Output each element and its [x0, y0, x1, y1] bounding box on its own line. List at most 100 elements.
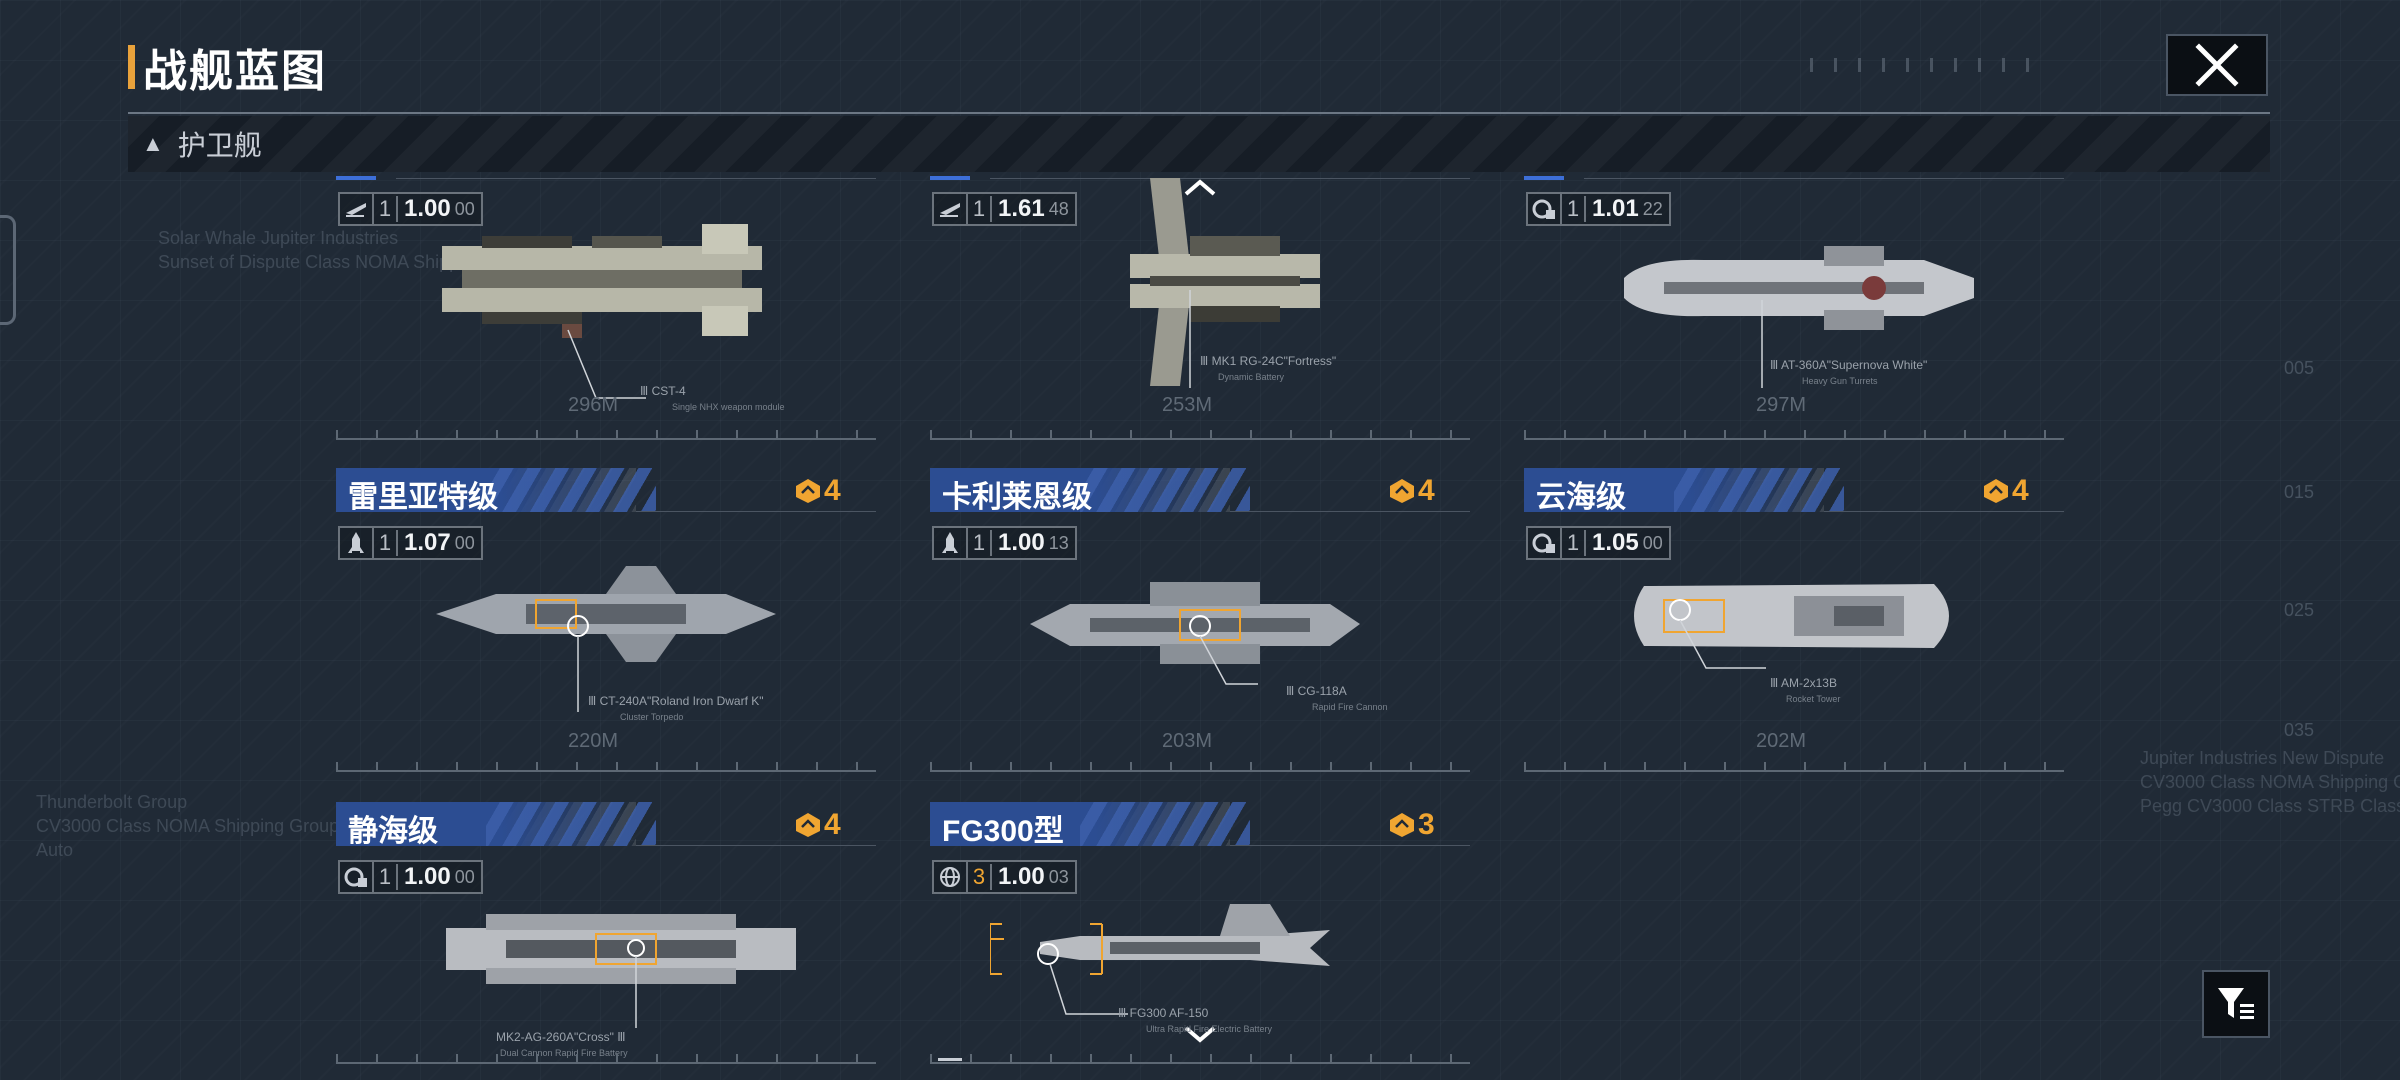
axis-label: 025 — [2284, 600, 2315, 620]
card-header-stripes — [486, 468, 656, 512]
ship-value: 1.00 — [404, 195, 451, 222]
weapon-callout-sub: Single NHX weapon module — [672, 402, 785, 412]
card-header-line — [1824, 511, 2064, 512]
weapon-callout: Ⅲ CST-4 — [640, 384, 686, 398]
ship-name: 雷里亚特级 — [348, 481, 498, 514]
ship-card-7[interactable]: 静海级 4 1 1.00 00 MK2-AG-260A"Cross" Ⅲ Dua… — [336, 802, 876, 1064]
ship-image — [1634, 584, 1949, 648]
ship-name: 云海级 — [1536, 481, 1626, 514]
weapon-callout: Ⅲ AT-360A"Supernova White" — [1770, 358, 1928, 372]
card-header-line — [1230, 845, 1470, 846]
ship-card-1[interactable]: 1 1.00 00 Ⅲ CST-4 Single NHX weapon modu… — [336, 168, 876, 440]
missile-icon — [340, 528, 374, 558]
ship-stats: 3 1.00 03 — [932, 860, 1077, 894]
weapon-callout: Ⅲ CT-240A"Roland Iron Dwarf K" — [588, 694, 764, 708]
blueprint-baseline — [336, 1062, 876, 1064]
ship-level: 1 — [374, 530, 398, 556]
rank-badge-icon — [796, 479, 820, 503]
ship-sub-value: 00 — [454, 532, 475, 553]
ship-rank-number: 3 — [1418, 808, 1435, 841]
scroll-down-chevron-icon[interactable] — [1182, 1024, 1218, 1044]
ship-type-icon — [340, 194, 374, 224]
ship-length: 296M — [568, 394, 619, 416]
ship-image — [1130, 178, 1320, 386]
blueprint-ticks — [1524, 430, 2064, 438]
weapon-callout-sub: Rapid Fire Cannon — [1312, 702, 1388, 712]
blueprint-ticks — [1524, 762, 2064, 770]
blueprint-baseline — [1524, 438, 2064, 440]
card-header-line — [636, 845, 876, 846]
weapon-callout-sub: Dual Cannon Rapid Fire Battery — [500, 1048, 628, 1058]
ship-stats: 1 1.00 00 — [338, 860, 483, 894]
ship-value: 1.07 — [404, 529, 451, 556]
weapon-callout: Ⅲ AM-2x13B — [1770, 676, 1837, 690]
ship-value: 1.00 — [998, 529, 1045, 556]
ship-stats: 1 1.07 00 — [338, 526, 483, 560]
ship-rank: 3 — [1388, 808, 1435, 842]
card-accent — [336, 176, 376, 180]
ship-sub-value: 00 — [1642, 532, 1663, 553]
ship-sub-value: 13 — [1048, 532, 1069, 553]
ship-image — [1030, 582, 1360, 664]
axis-label: 035 — [2284, 720, 2315, 740]
weapon-callout: Ⅲ CG-118A — [1286, 684, 1347, 698]
ship-rank: 4 — [794, 474, 841, 508]
ship-card-6[interactable]: 云海级 4 1 1.05 00 Ⅲ AM-2x13B Rocket Tower … — [1524, 468, 2064, 772]
ship-sub-value: 03 — [1048, 866, 1069, 887]
weapon-callout: Ⅲ MK1 RG-24C"Fortress" — [1200, 354, 1337, 368]
collapse-triangle-icon: ▲ — [142, 131, 164, 156]
ship-stats: 1 1.05 00 — [1526, 526, 1671, 560]
blueprint-baseline — [930, 1062, 1470, 1064]
side-tab-handle[interactable] — [0, 215, 16, 325]
title-accent — [128, 45, 135, 89]
ship-length: 297M — [1756, 394, 1807, 416]
category-header-frigate[interactable]: ▲ 护卫舰 — [128, 116, 2270, 172]
rank-badge-icon — [1984, 479, 2008, 503]
ship-length: 203M — [1162, 730, 1213, 752]
ship-type-icon — [934, 194, 968, 224]
weapon-callout: MK2-AG-260A"Cross" Ⅲ — [496, 1030, 626, 1044]
close-icon — [2195, 43, 2239, 87]
ship-image — [442, 224, 762, 338]
ship-image — [1624, 246, 1974, 330]
support-icon — [340, 862, 374, 892]
ship-length: 202M — [1756, 730, 1807, 752]
blueprint-baseline — [336, 770, 876, 772]
card-header-line — [636, 511, 876, 512]
weapon-callout: Ⅲ FG300 AF-150 — [1118, 1006, 1209, 1020]
filter-button[interactable] — [2202, 970, 2270, 1038]
ship-length: 253M — [1162, 394, 1213, 416]
ship-sub-value: 00 — [454, 198, 475, 219]
filter-icon — [2218, 988, 2254, 1019]
blueprint-baseline — [930, 438, 1470, 440]
weapon-callout-sub: Ultra Rapid Fire Electric Battery — [1146, 1024, 1273, 1034]
ship-card-3[interactable]: 1 1.01 22 Ⅲ AT-360A"Supernova White" Hea… — [1524, 168, 2064, 440]
scroll-position-indicator — [938, 1058, 962, 1061]
ship-rank: 4 — [1982, 474, 2029, 508]
ship-level: 1 — [968, 196, 992, 222]
scroll-up-chevron-icon[interactable] — [1182, 178, 1218, 198]
ship-card-2[interactable]: 1 1.61 48 Ⅲ MK1 RG-24C"Fortress" Dynamic… — [930, 168, 1470, 440]
rank-badge-icon — [1390, 813, 1414, 837]
ship-card-8[interactable]: FG300型 3 3 1.00 03 Ⅲ FG300 AF-150 Ultra … — [930, 802, 1470, 1064]
ship-sub-value: 48 — [1048, 198, 1069, 219]
ship-card-4[interactable]: 雷里亚特级 4 1 1.07 00 Ⅲ CT-240A"Roland Iron … — [336, 468, 876, 772]
support-icon — [1528, 194, 1562, 224]
ship-level: 1 — [1562, 530, 1586, 556]
ship-level: 1 — [968, 530, 992, 556]
card-header-stripes — [486, 802, 656, 846]
title-bar: 战舰蓝图 — [128, 38, 327, 96]
ship-image — [436, 566, 776, 662]
card-accent — [1524, 176, 1564, 180]
ship-name: 卡利莱恩级 — [942, 481, 1092, 514]
ship-value: 1.00 — [998, 863, 1045, 890]
rank-badge-icon — [796, 813, 820, 837]
ship-card-5[interactable]: 卡利莱恩级 4 1 1.00 13 Ⅲ CG-118A Rapid Fire C… — [930, 468, 1470, 772]
ship-image — [990, 904, 1330, 975]
header-tick-decoration — [1810, 58, 2040, 72]
ship-sub-value: 22 — [1642, 198, 1663, 219]
close-button[interactable] — [2166, 34, 2268, 96]
